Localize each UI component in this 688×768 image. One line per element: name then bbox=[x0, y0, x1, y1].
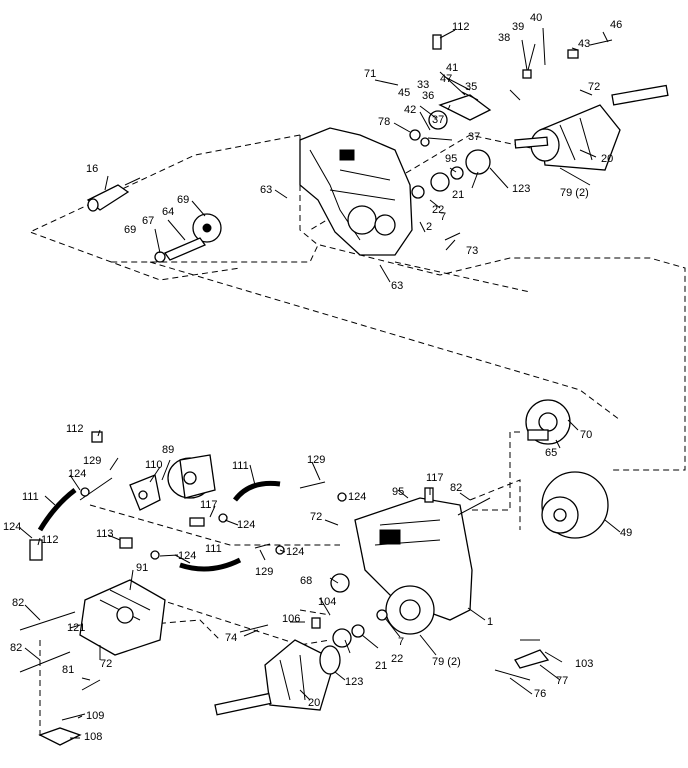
callout-124-c: 124 bbox=[237, 519, 255, 531]
callout-77: 77 bbox=[556, 675, 568, 687]
callout-21: 21 bbox=[452, 189, 464, 201]
callout-110: 110 bbox=[145, 459, 163, 471]
callout-112-b: 112 bbox=[66, 423, 84, 435]
callout-108: 108 bbox=[84, 731, 102, 743]
callout-45: 45 bbox=[398, 87, 410, 99]
callout-123-b: 123 bbox=[345, 676, 363, 688]
input-shaft bbox=[86, 177, 141, 212]
upper-small-parts bbox=[374, 34, 613, 241]
callout-112: 112 bbox=[452, 21, 470, 33]
callout-69-b: 69 bbox=[124, 224, 136, 236]
callout-81: 81 bbox=[62, 664, 74, 676]
callout-124: 124 bbox=[68, 468, 86, 480]
callout-111: 111 bbox=[232, 460, 249, 472]
callout-20-b: 20 bbox=[308, 697, 320, 709]
callout-121: 121 bbox=[67, 622, 85, 634]
callout-65: 65 bbox=[545, 447, 557, 459]
callout-103: 103 bbox=[575, 658, 593, 670]
callout-129: 129 bbox=[83, 455, 101, 467]
callout-64: 64 bbox=[162, 206, 174, 218]
callout-69: 69 bbox=[177, 194, 189, 206]
callout-16: 16 bbox=[86, 163, 98, 175]
callout-22: 22 bbox=[432, 204, 444, 216]
callout-129-b: 129 bbox=[307, 454, 325, 466]
callout-40: 40 bbox=[530, 12, 542, 24]
callout-1: 1 bbox=[487, 616, 493, 628]
callout-113: 113 bbox=[96, 528, 114, 540]
callout-20: 20 bbox=[601, 153, 613, 165]
axle-assembly-lower bbox=[214, 639, 341, 716]
callout-67: 67 bbox=[142, 215, 154, 227]
callout-117: 117 bbox=[426, 472, 444, 484]
callout-68: 68 bbox=[300, 575, 312, 587]
lower-small-parts bbox=[19, 431, 550, 746]
callout-109: 109 bbox=[86, 710, 104, 722]
callout-labels: 112 39 40 46 38 43 41 35 72 71 47 33 45 … bbox=[3, 12, 632, 743]
callout-1106: 106 bbox=[282, 613, 300, 625]
callout-71: 71 bbox=[364, 68, 376, 80]
callout-124-b: 124 bbox=[348, 491, 366, 503]
callout-74: 74 bbox=[225, 632, 237, 644]
callout-72-b: 72 bbox=[310, 511, 322, 523]
callout-124-f: 124 bbox=[286, 546, 304, 558]
callout-47: 47 bbox=[440, 73, 452, 85]
callout-95: 95 bbox=[445, 153, 457, 165]
callout-111-c: 111 bbox=[205, 543, 222, 555]
callout-37-a: 37 bbox=[432, 114, 444, 126]
callout-129-c: 129 bbox=[255, 566, 273, 578]
callout-7: 7 bbox=[440, 211, 446, 223]
callout-89: 89 bbox=[162, 444, 174, 456]
callout-123: 123 bbox=[512, 183, 530, 195]
callout-95-b: 95 bbox=[392, 486, 404, 498]
callout-70: 70 bbox=[580, 429, 592, 441]
callout-2: 2 bbox=[426, 221, 432, 233]
callout-104: 104 bbox=[318, 596, 336, 608]
filter-89 bbox=[167, 454, 216, 499]
callout-35: 35 bbox=[465, 81, 477, 93]
callout-112-c: 112 bbox=[41, 534, 59, 546]
callout-76: 76 bbox=[534, 688, 546, 700]
callout-41: 41 bbox=[446, 62, 458, 74]
callout-124-d: 124 bbox=[3, 521, 21, 533]
callout-42: 42 bbox=[404, 104, 416, 116]
callout-33: 33 bbox=[417, 79, 429, 91]
callout-21-b: 21 bbox=[375, 660, 387, 672]
callout-46: 46 bbox=[610, 19, 622, 31]
callout-22-b: 22 bbox=[391, 653, 403, 665]
callout-79-2-b: 79 (2) bbox=[432, 656, 461, 668]
callout-111-b: 111 bbox=[22, 491, 39, 503]
callout-82-c: 82 bbox=[10, 642, 22, 654]
callout-63-b: 63 bbox=[391, 280, 403, 292]
axle-assembly-upper bbox=[514, 84, 669, 171]
callout-82-b: 82 bbox=[12, 597, 24, 609]
callout-43: 43 bbox=[578, 38, 590, 50]
leader-lines bbox=[19, 27, 621, 739]
callout-78: 78 bbox=[378, 116, 390, 128]
upper-housing bbox=[299, 127, 413, 256]
callout-38: 38 bbox=[498, 32, 510, 44]
callout-63: 63 bbox=[260, 184, 272, 196]
pump-body bbox=[79, 579, 166, 656]
callout-124-e: 124 bbox=[178, 550, 196, 562]
differential-gears bbox=[525, 399, 609, 539]
callout-91: 91 bbox=[136, 562, 148, 574]
callout-49: 49 bbox=[620, 527, 632, 539]
callout-82: 82 bbox=[450, 482, 462, 494]
callout-73: 73 bbox=[466, 245, 478, 257]
lower-housing bbox=[354, 497, 473, 635]
callout-39: 39 bbox=[512, 21, 524, 33]
callout-36: 36 bbox=[422, 90, 434, 102]
callout-79-2: 79 (2) bbox=[560, 187, 589, 199]
callout-72: 72 bbox=[588, 81, 600, 93]
callout-117-b: 117 bbox=[200, 499, 218, 511]
gear-69-upper bbox=[154, 213, 222, 263]
callout-7-b: 7 bbox=[398, 636, 404, 648]
callout-37-b: 37 bbox=[468, 131, 480, 143]
callout-72-c: 72 bbox=[100, 658, 112, 670]
manifold-110 bbox=[129, 474, 161, 511]
hoses-111 bbox=[37, 480, 281, 572]
